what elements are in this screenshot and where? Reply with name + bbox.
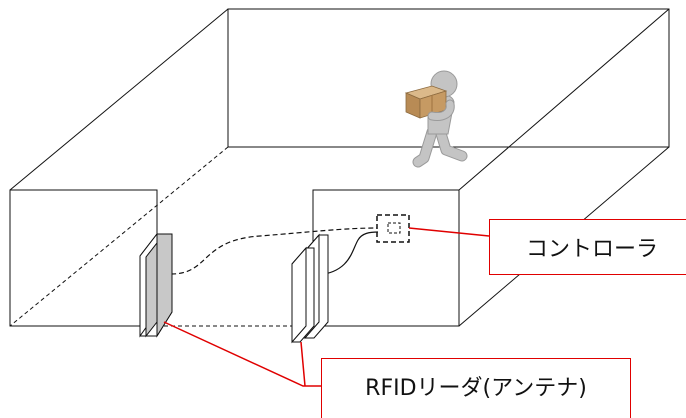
- right-rfid-antenna: [291, 233, 329, 344]
- left-pillar: [9, 189, 158, 327]
- right-pillar: [312, 189, 460, 327]
- controller-cable: [317, 231, 379, 276]
- controller-box-icon: [376, 214, 410, 243]
- room-wireframe: [9, 8, 670, 327]
- person-carrying-box-icon: [404, 70, 468, 168]
- edge-hidden-left-floor: [9, 146, 229, 327]
- rfid-reader-label: RFIDリーダ(アンテナ): [321, 358, 631, 418]
- antenna-cable: [170, 227, 378, 275]
- rfid-leader-line: [163, 321, 321, 387]
- edge-top-left: [9, 8, 229, 191]
- controller-label: コントローラ: [489, 219, 686, 275]
- controller-leader-line: [408, 227, 490, 237]
- left-rfid-antenna: [139, 232, 173, 338]
- rfid-leader-line-b: [300, 341, 306, 387]
- edge-top-right: [458, 8, 670, 191]
